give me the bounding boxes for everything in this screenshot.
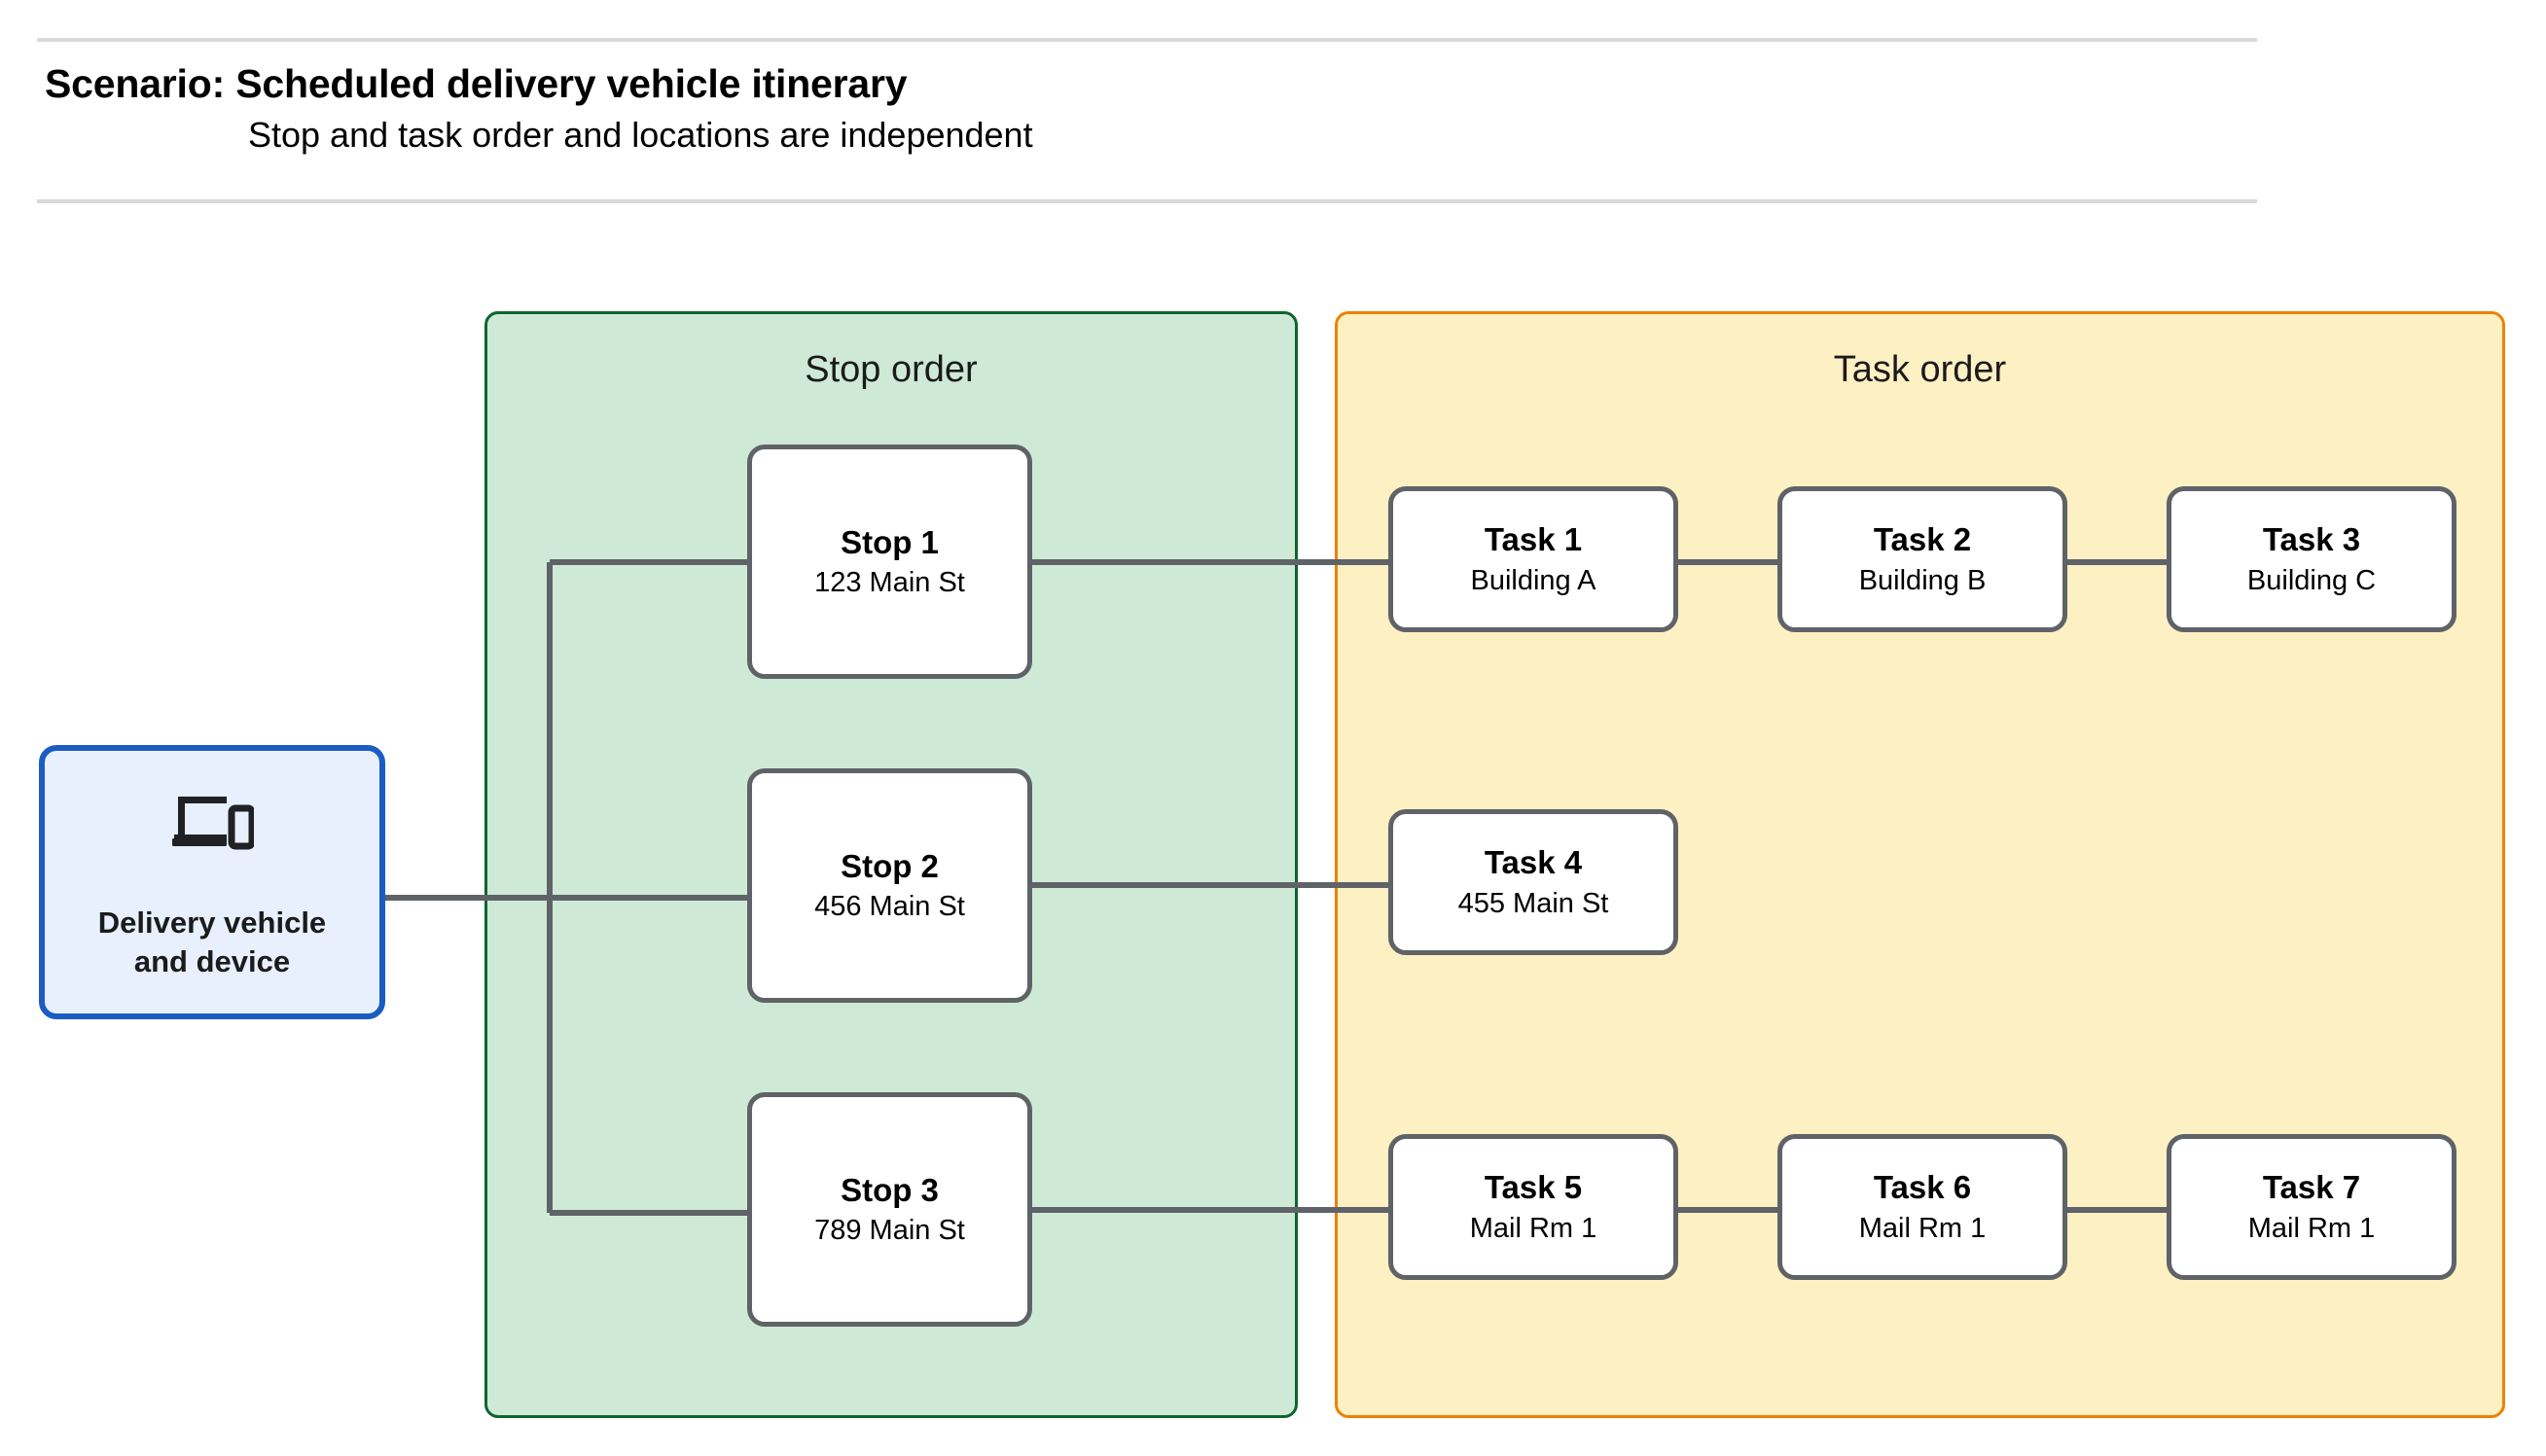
task-2-title: Task 2 — [1873, 521, 1972, 558]
task-5-location: Mail Rm 1 — [1469, 1212, 1597, 1244]
node-task-2[interactable]: Task 2 Building B — [1777, 486, 2067, 632]
stop-3-address: 789 Main St — [814, 1215, 965, 1247]
device-label: Delivery vehicle and device — [98, 904, 326, 980]
task-1-title: Task 1 — [1484, 521, 1583, 558]
task-6-title: Task 6 — [1873, 1169, 1972, 1206]
task-5-title: Task 5 — [1484, 1169, 1583, 1206]
task-1-location: Building A — [1470, 564, 1596, 596]
task-4-title: Task 4 — [1484, 844, 1583, 881]
stop-1-address: 123 Main St — [814, 567, 965, 599]
group-stop-order-title: Stop order — [805, 349, 978, 390]
node-stop-2[interactable]: Stop 2 456 Main St — [747, 768, 1032, 1003]
node-task-5[interactable]: Task 5 Mail Rm 1 — [1388, 1134, 1678, 1280]
node-task-3[interactable]: Task 3 Building C — [2167, 486, 2456, 632]
node-task-1[interactable]: Task 1 Building A — [1388, 486, 1678, 632]
task-3-title: Task 3 — [2262, 521, 2361, 558]
node-task-6[interactable]: Task 6 Mail Rm 1 — [1777, 1134, 2067, 1280]
page-title: Scenario: Scheduled delivery vehicle iti… — [45, 61, 908, 106]
devices-icon — [170, 793, 256, 853]
device-label-line-2: and device — [133, 944, 291, 978]
page-subtitle: Stop and task order and locations are in… — [248, 115, 1033, 155]
task-7-location: Mail Rm 1 — [2247, 1212, 2376, 1244]
node-task-4[interactable]: Task 4 455 Main St — [1388, 809, 1678, 955]
stop-2-address: 456 Main St — [814, 891, 965, 923]
node-stop-1[interactable]: Stop 1 123 Main St — [747, 444, 1032, 679]
stop-3-title: Stop 3 — [841, 1171, 939, 1208]
node-delivery-vehicle-and-device[interactable]: Delivery vehicle and device — [39, 745, 385, 1019]
group-task-order-title: Task order — [1833, 349, 2007, 390]
header-divider-bottom — [37, 199, 2257, 203]
task-7-title: Task 7 — [2262, 1169, 2361, 1206]
stop-2-title: Stop 2 — [841, 847, 939, 884]
header-divider-top — [37, 38, 2257, 42]
task-6-location: Mail Rm 1 — [1858, 1212, 1987, 1244]
task-2-location: Building B — [1858, 564, 1987, 596]
task-3-location: Building C — [2246, 564, 2377, 596]
stop-1-title: Stop 1 — [841, 523, 939, 560]
node-task-7[interactable]: Task 7 Mail Rm 1 — [2167, 1134, 2456, 1280]
node-stop-3[interactable]: Stop 3 789 Main St — [747, 1092, 1032, 1327]
device-label-line-1: Delivery vehicle — [97, 906, 327, 941]
task-4-location: 455 Main St — [1457, 887, 1609, 919]
